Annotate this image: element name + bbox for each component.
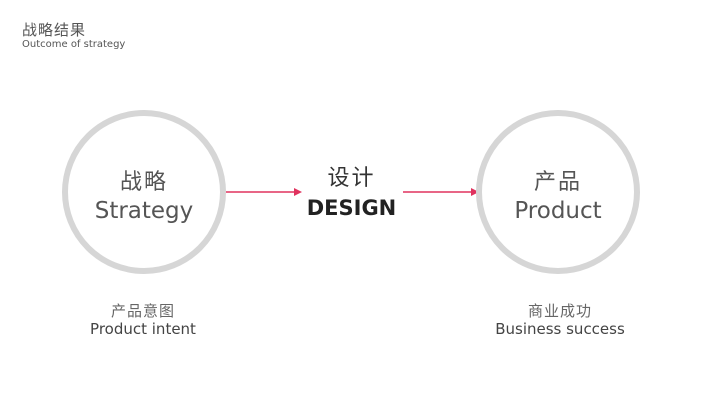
product-label-zh: 产品 — [533, 170, 582, 195]
page-title-zh: 战略结果 — [22, 21, 87, 39]
design-label-zh: 设计 — [327, 166, 376, 191]
page-subtitle-en: Outcome of strategy — [22, 39, 126, 50]
arrow-head — [294, 188, 302, 196]
product-circle: 产品 Product — [476, 110, 640, 274]
product-intent-caption-en: Product intent — [90, 320, 196, 338]
design-label-en: DESIGN — [306, 196, 397, 220]
product-label-en: Product — [514, 198, 602, 224]
strategy-label-en: Strategy — [94, 198, 194, 224]
product-intent-caption-zh: 产品意图 — [110, 302, 175, 320]
strategy-label-zh: 战略 — [119, 170, 168, 195]
strategy-circle: 战略 Strategy — [62, 110, 226, 274]
business-success-caption-zh: 商业成功 — [527, 302, 592, 320]
business-success-caption-en: Business success — [495, 320, 625, 338]
arrow-right-icon — [403, 188, 479, 196]
arrow-right-icon — [226, 188, 302, 196]
arrow-head — [471, 188, 479, 196]
